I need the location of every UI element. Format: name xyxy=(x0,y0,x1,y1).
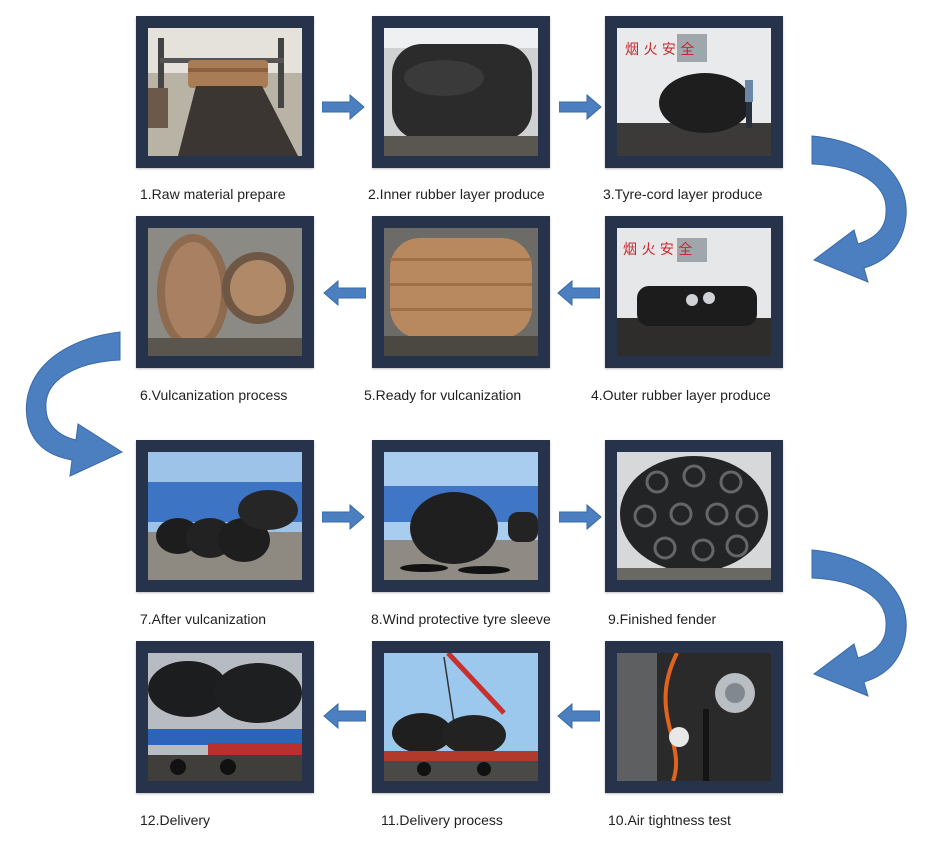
step-caption: 8.Wind protective tyre sleeve xyxy=(371,611,551,627)
photo-frame xyxy=(372,16,550,168)
raw-material-scene xyxy=(148,28,302,156)
photo-frame xyxy=(372,440,550,592)
photo-outer-rubber: 烟 火 安 全 xyxy=(617,228,771,356)
arrow-right-icon xyxy=(559,503,602,531)
step-caption: 5.Ready for vulcanization xyxy=(364,387,522,403)
photo-ready-vulcanization xyxy=(384,228,538,356)
photo-delivery xyxy=(148,653,302,781)
arrow-left-icon xyxy=(323,279,366,307)
step-caption: 7.After vulcanization xyxy=(140,611,267,627)
step-caption: 2.Inner rubber layer produce xyxy=(368,186,545,202)
arrow-right-icon xyxy=(322,93,365,121)
photo-frame xyxy=(372,216,550,368)
step-caption: 9.Finished fender xyxy=(608,611,717,627)
curved-arrow-down-left-icon xyxy=(811,549,907,697)
photo-frame xyxy=(136,641,314,793)
photo-frame xyxy=(372,641,550,793)
photo-inner-rubber xyxy=(384,28,538,156)
arrow-left-icon xyxy=(557,279,600,307)
photo-frame xyxy=(136,216,314,368)
finished-fender-scene xyxy=(617,452,771,580)
delivery-scene xyxy=(148,653,302,781)
arrow-left-icon xyxy=(557,702,600,730)
photo-after-vulcanization xyxy=(148,452,302,580)
step-caption: 12.Delivery xyxy=(140,812,211,828)
air-test-scene xyxy=(617,653,771,781)
arrow-right-icon xyxy=(559,93,602,121)
photo-frame xyxy=(605,440,783,592)
photo-raw-material xyxy=(148,28,302,156)
photo-delivery-process xyxy=(384,653,538,781)
curved-arrow-down-right-icon xyxy=(26,331,124,477)
step-caption: 3.Tyre-cord layer produce xyxy=(603,186,763,202)
photo-tyre-sleeve xyxy=(384,452,538,580)
fire-safety-sign: 烟 火 安 全 xyxy=(625,41,694,58)
photo-frame: 烟 火 安 全 xyxy=(605,216,783,368)
photo-frame: 烟 火 安 全 xyxy=(605,16,783,168)
photo-air-test xyxy=(617,653,771,781)
step-caption: 1.Raw material prepare xyxy=(140,186,286,202)
tyre-sleeve-scene xyxy=(384,452,538,580)
arrow-right-icon xyxy=(322,503,365,531)
after-vulcanization-scene xyxy=(148,452,302,580)
outer-rubber-scene: 烟 火 安 全 xyxy=(617,228,771,356)
step-caption: 6.Vulcanization process xyxy=(140,387,288,403)
curved-arrow-down-left-icon xyxy=(811,135,907,283)
photo-frame xyxy=(605,641,783,793)
photo-finished-fender xyxy=(617,452,771,580)
step-caption: 11.Delivery process xyxy=(381,812,503,828)
tyre-cord-scene: 烟 火 安 全 xyxy=(617,28,771,156)
fire-safety-sign: 烟 火 安 全 xyxy=(623,241,692,258)
delivery-process-scene xyxy=(384,653,538,781)
step-caption: 4.Outer rubber layer produce xyxy=(591,387,771,403)
step-caption: 10.Air tightness test xyxy=(608,812,731,828)
inner-rubber-scene xyxy=(384,28,538,156)
ready-vulcanization-scene xyxy=(384,228,538,356)
arrow-left-icon xyxy=(323,702,366,730)
vulcanization-scene xyxy=(148,228,302,356)
photo-tyre-cord: 烟 火 安 全 xyxy=(617,28,771,156)
photo-vulcanization xyxy=(148,228,302,356)
photo-frame xyxy=(136,440,314,592)
photo-frame xyxy=(136,16,314,168)
